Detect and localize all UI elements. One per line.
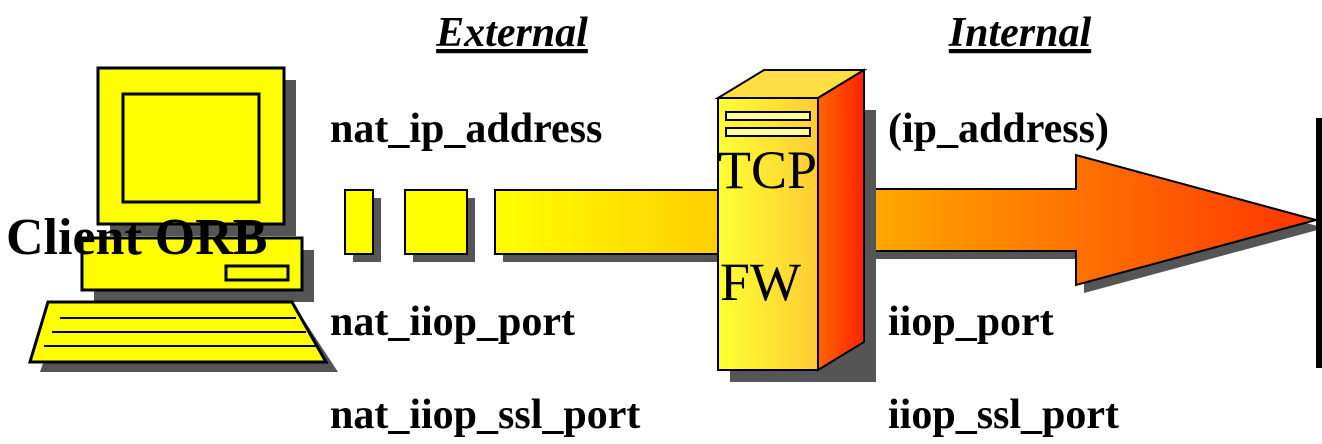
ip-address-label: (ip_address) (888, 106, 1109, 152)
firewall-fw-label: FW (720, 252, 801, 312)
firewall-tcp-label: TCP (718, 140, 817, 200)
packet-bar (494, 189, 735, 262)
client-orb-label: Client ORB (6, 209, 267, 266)
internal-heading: Internal (948, 10, 1092, 56)
nat-iiop-port-label: nat_iiop_port (330, 299, 575, 345)
external-heading: External (435, 10, 588, 56)
internal-arrow (864, 153, 1322, 293)
packet-block-medium (404, 189, 475, 262)
iiop-ssl-port-label: iiop_ssl_port (888, 392, 1119, 438)
packet-block-small (344, 189, 381, 262)
iiop-port-label: iiop_port (888, 299, 1054, 345)
server-edge (1316, 118, 1322, 368)
nat-ip-address-label: nat_ip_address (330, 106, 602, 152)
firewall-tower-icon (714, 68, 876, 382)
client-computer-icon (27, 66, 338, 372)
nat-iiop-ssl-port-label: nat_iiop_ssl_port (330, 392, 640, 438)
